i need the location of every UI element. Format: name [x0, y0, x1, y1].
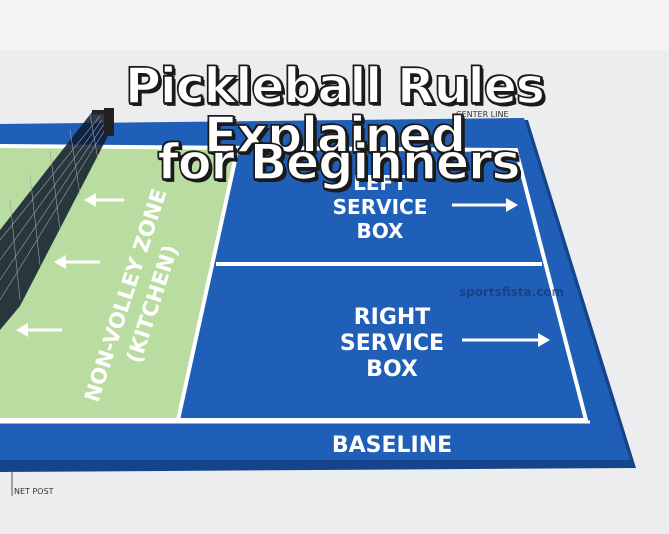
watermark: sportsfista.com [459, 285, 565, 299]
right-service-line2: SERVICE [340, 331, 444, 356]
kitchen-arrows [16, 193, 124, 337]
baseline-label: BASELINE [332, 433, 452, 458]
right-service-line1: RIGHT [354, 305, 431, 330]
center-line-callout: CENTER LINE [456, 110, 509, 119]
right-service-line3: BOX [366, 357, 418, 382]
left-service-line2: BOX [357, 219, 405, 243]
title-line-2: for Beginners [157, 134, 522, 191]
title-line-1: Pickleball Rules Explained [124, 58, 545, 164]
left-service-line1: SERVICE [333, 195, 428, 219]
sideline [0, 144, 589, 422]
net-post [104, 108, 114, 136]
net [0, 108, 114, 330]
kitchen-line [176, 146, 240, 421]
service-arrows [452, 198, 550, 347]
net-post-callout: NET POST [14, 487, 54, 496]
top-background [0, 0, 669, 50]
left-service-partial: LEFT [353, 171, 407, 195]
